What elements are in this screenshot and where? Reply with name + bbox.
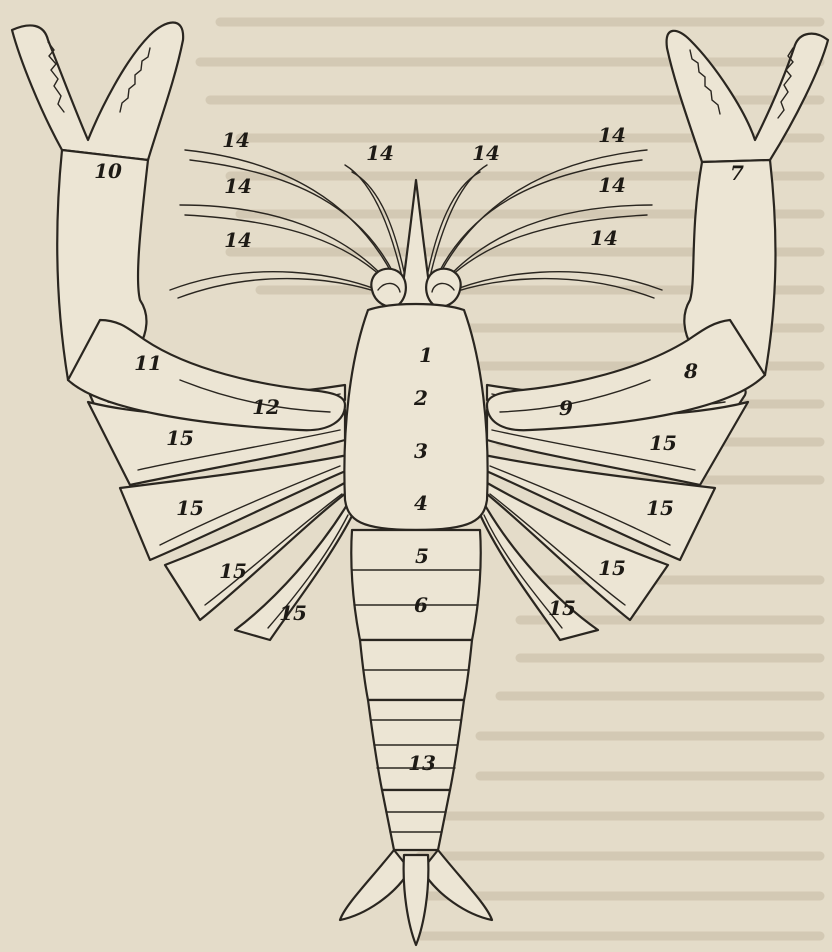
tail-fan xyxy=(340,850,492,945)
label-5: 5 xyxy=(415,544,429,568)
label-14: 14 xyxy=(598,123,626,147)
left-claw xyxy=(12,23,345,431)
label-14: 14 xyxy=(598,173,626,197)
label-14: 14 xyxy=(222,128,250,152)
label-15: 15 xyxy=(649,431,677,455)
label-15: 15 xyxy=(166,426,194,450)
label-15: 15 xyxy=(598,556,626,580)
label-4: 4 xyxy=(414,491,428,515)
label-13: 13 xyxy=(408,751,436,775)
label-14: 14 xyxy=(224,174,252,198)
label-6: 6 xyxy=(414,593,428,617)
label-14: 14 xyxy=(472,141,500,165)
label-15: 15 xyxy=(176,496,204,520)
label-15: 15 xyxy=(548,596,576,620)
label-2: 2 xyxy=(413,386,428,410)
label-7: 7 xyxy=(730,161,744,185)
label-3: 3 xyxy=(414,439,428,463)
label-8: 8 xyxy=(683,359,698,383)
label-1: 1 xyxy=(419,343,433,367)
label-14: 14 xyxy=(590,226,618,250)
label-15: 15 xyxy=(219,559,247,583)
abdomen xyxy=(351,530,480,850)
label-11: 11 xyxy=(134,351,162,375)
label-12: 12 xyxy=(252,395,280,419)
label-14: 14 xyxy=(224,228,252,252)
label-10: 10 xyxy=(94,159,122,183)
label-15: 15 xyxy=(646,496,674,520)
label-14: 14 xyxy=(366,141,394,165)
label-15: 15 xyxy=(279,601,307,625)
label-9: 9 xyxy=(559,396,573,420)
